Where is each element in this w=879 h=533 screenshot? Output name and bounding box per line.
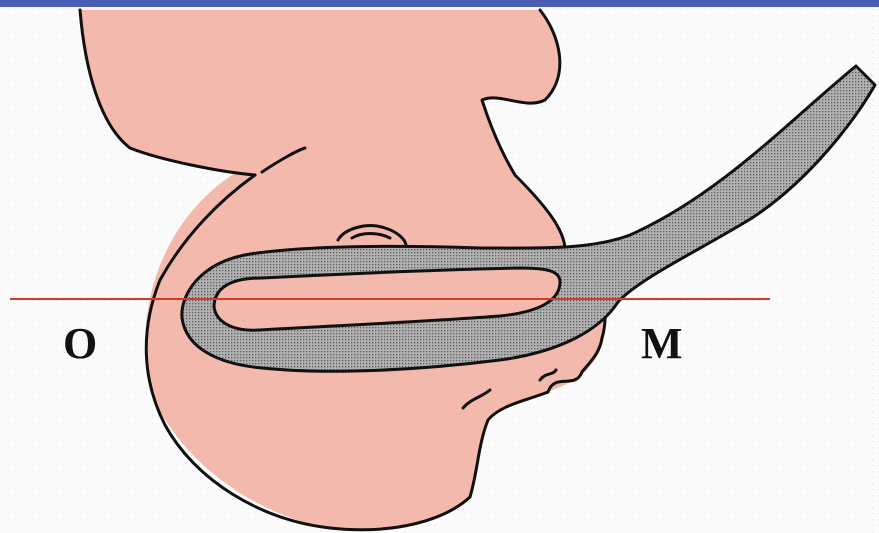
label-o: O [63,322,97,366]
label-m: M [641,322,683,366]
